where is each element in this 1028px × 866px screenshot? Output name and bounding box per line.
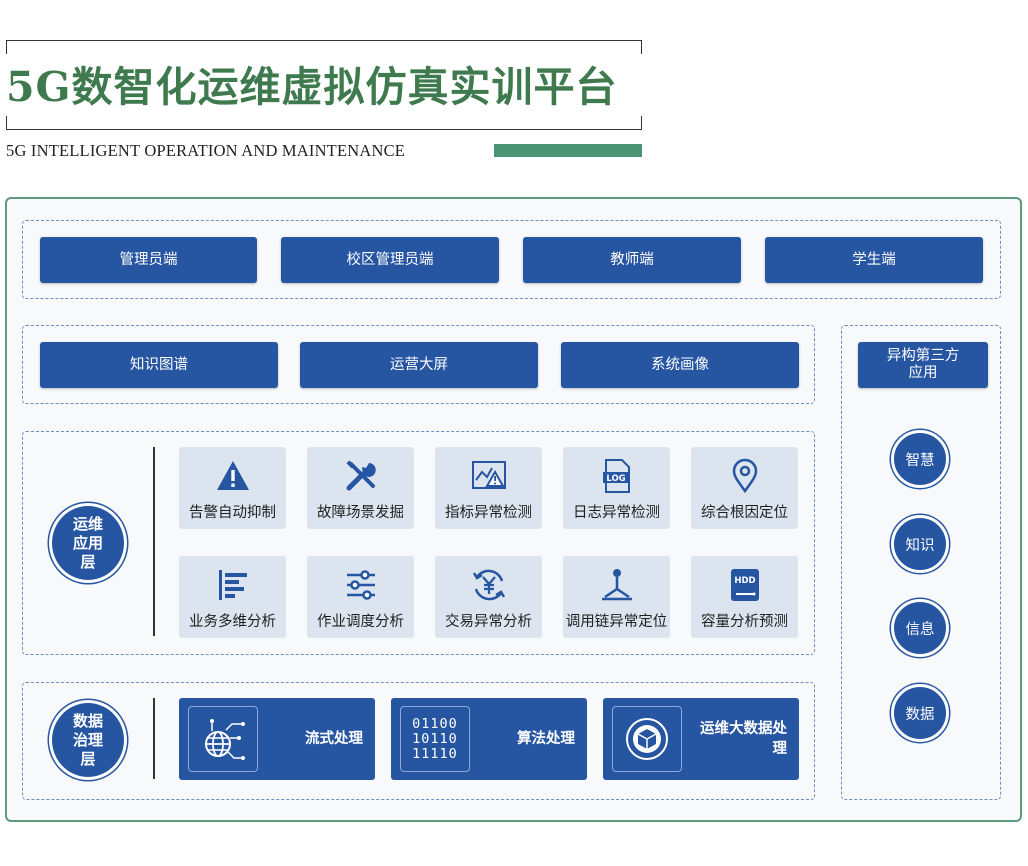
location-pin-icon bbox=[732, 458, 758, 494]
ops-bigdata-box[interactable]: 运维大数据处理 bbox=[603, 698, 799, 780]
tile-label: 业务多维分析 bbox=[189, 614, 276, 630]
third-party-app-button[interactable]: 异构第三方应用 bbox=[858, 342, 988, 388]
data-layer-divider bbox=[153, 698, 155, 779]
tile-log-anomaly[interactable]: LOG 日志异常检测 bbox=[563, 447, 670, 529]
role-student-button[interactable]: 学生端 bbox=[765, 237, 983, 283]
chart-alert-icon bbox=[472, 461, 506, 489]
side-information: 信息 bbox=[891, 599, 949, 657]
hdd-icon: HDD bbox=[731, 569, 759, 601]
trace-icon bbox=[602, 569, 632, 601]
bigdata-icon-frame bbox=[612, 706, 682, 772]
ops-layer-label: 运维应用层 bbox=[49, 503, 127, 583]
role-campus-admin-button[interactable]: 校区管理员端 bbox=[281, 237, 499, 283]
system-profile-button[interactable]: 系统画像 bbox=[561, 342, 799, 388]
tile-label: 综合根因定位 bbox=[701, 505, 788, 521]
ops-layer-divider bbox=[153, 447, 155, 636]
tile-label: 指标异常检测 bbox=[445, 505, 532, 521]
stream-processing-box[interactable]: 流式处理 bbox=[179, 698, 375, 780]
features-group bbox=[22, 325, 815, 404]
warning-icon bbox=[217, 461, 249, 490]
tile-job-scheduling[interactable]: 作业调度分析 bbox=[307, 556, 414, 638]
header-top-tick-right bbox=[641, 40, 642, 54]
yuan-cycle-icon bbox=[472, 569, 506, 601]
data-layer-label: 数据治理层 bbox=[49, 700, 127, 780]
role-admin-button[interactable]: 管理员端 bbox=[40, 237, 257, 283]
svg-text:HDD: HDD bbox=[734, 576, 755, 586]
cube-seal-icon bbox=[626, 718, 668, 760]
tile-business-analysis[interactable]: 业务多维分析 bbox=[179, 556, 286, 638]
header-bottom-tick-left bbox=[6, 116, 7, 130]
tile-label: 日志异常检测 bbox=[573, 505, 660, 521]
header-bottom-tick-right bbox=[641, 116, 642, 130]
tile-fault-discovery[interactable]: 故障场景发掘 bbox=[307, 447, 414, 529]
tile-alert-suppression[interactable]: 告警自动抑制 bbox=[179, 447, 286, 529]
header-top-tick-left bbox=[6, 40, 7, 54]
svg-text:LOG: LOG bbox=[606, 474, 625, 484]
globe-network-icon bbox=[205, 719, 245, 760]
binary-icon: 01100 10110 11110 bbox=[412, 715, 458, 762]
side-knowledge: 知识 bbox=[891, 515, 949, 573]
box-label: 流式处理 bbox=[305, 731, 363, 747]
role-teacher-button[interactable]: 教师端 bbox=[523, 237, 741, 283]
header-top-line bbox=[6, 40, 642, 41]
tile-trace-anomaly[interactable]: 调用链异常定位 bbox=[563, 556, 670, 638]
knowledge-graph-button[interactable]: 知识图谱 bbox=[40, 342, 278, 388]
side-data: 数据 bbox=[891, 684, 949, 742]
tile-label: 告警自动抑制 bbox=[189, 505, 276, 521]
ops-layer-group bbox=[22, 431, 815, 655]
page-subtitle: 5G INTELLIGENT OPERATION AND MAINTENANCE bbox=[6, 141, 406, 160]
log-file-icon: LOG bbox=[603, 459, 630, 493]
tile-label: 作业调度分析 bbox=[317, 614, 404, 630]
subtitle-accent-bar bbox=[494, 144, 642, 157]
tile-label: 故障场景发掘 bbox=[317, 505, 404, 521]
stream-icon-frame bbox=[188, 706, 258, 772]
tile-root-cause[interactable]: 综合根因定位 bbox=[691, 447, 798, 529]
roles-group bbox=[22, 220, 1001, 299]
ops-dashboard-button[interactable]: 运营大屏 bbox=[300, 342, 538, 388]
tile-capacity-forecast[interactable]: HDD 容量分析预测 bbox=[691, 556, 798, 638]
box-label: 算法处理 bbox=[517, 731, 575, 747]
third-party-group bbox=[841, 325, 1001, 800]
algorithm-processing-box[interactable]: 01100 10110 11110 算法处理 bbox=[391, 698, 587, 780]
tile-transaction-anomaly[interactable]: 交易异常分析 bbox=[435, 556, 542, 638]
box-label: 运维大数据处理 bbox=[700, 721, 787, 757]
bar-list-icon bbox=[219, 570, 247, 600]
sliders-icon bbox=[347, 570, 375, 600]
tile-label: 交易异常分析 bbox=[445, 614, 532, 630]
tools-icon bbox=[346, 460, 376, 491]
page-title: 5G数智化运维虚拟仿真实训平台 bbox=[6, 63, 618, 111]
tile-label: 调用链异常定位 bbox=[565, 614, 668, 630]
tile-metric-anomaly[interactable]: 指标异常检测 bbox=[435, 447, 542, 529]
algorithm-icon-frame: 01100 10110 11110 bbox=[400, 706, 470, 772]
tile-label: 容量分析预测 bbox=[701, 614, 788, 630]
header-bottom-line bbox=[6, 129, 642, 130]
data-layer-group bbox=[22, 682, 815, 800]
side-wisdom: 智慧 bbox=[891, 430, 949, 488]
